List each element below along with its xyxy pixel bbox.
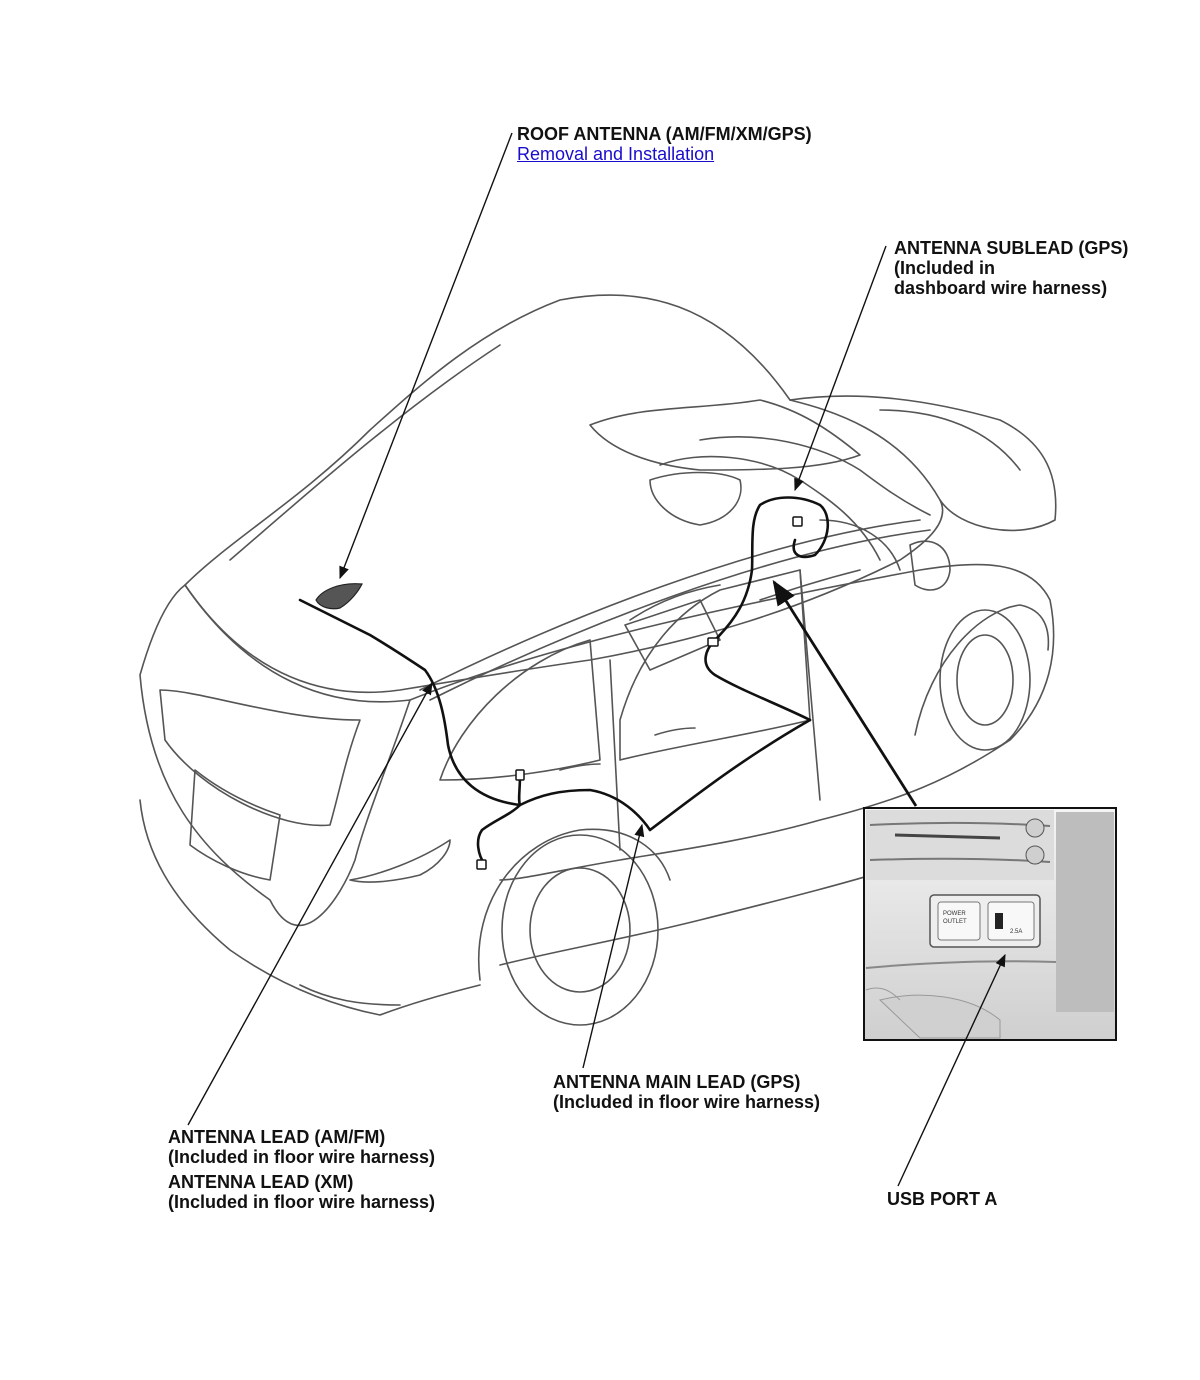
- antenna-lead-amfm-label: ANTENNA LEAD (AM/FM) (Included in floor …: [168, 1127, 435, 1167]
- usb-port-inset: POWER OUTLET 2.5A: [863, 807, 1117, 1041]
- leader-lines: [187, 132, 1006, 1187]
- vehicle-body: [139, 294, 1057, 1026]
- removal-installation-link[interactable]: Removal and Installation: [517, 144, 715, 164]
- antenna-lead-xm-line2: (Included in floor wire harness): [168, 1192, 436, 1212]
- roof-antenna-unit: [315, 583, 363, 610]
- usb-port-label: USB PORT A: [887, 1189, 997, 1209]
- leader-roof-antenna: [339, 132, 513, 580]
- antenna-lead-xm-label: ANTENNA LEAD (XM) (Included in floor wir…: [168, 1172, 435, 1212]
- leader-usb-inset: [772, 579, 918, 807]
- usb-port-title: USB PORT A: [887, 1189, 998, 1209]
- antenna-lead-amfm-line2: (Included in floor wire harness): [168, 1147, 436, 1167]
- antenna-main-lead-line1: ANTENNA MAIN LEAD (GPS): [553, 1072, 801, 1092]
- antenna-main-lead-line2: (Included in floor wire harness): [553, 1092, 821, 1112]
- antenna-lead-amfm-line1: ANTENNA LEAD (AM/FM): [168, 1127, 386, 1147]
- antenna-sublead-label: ANTENNA SUBLEAD (GPS) (Included in dashb…: [894, 238, 1128, 298]
- antenna-main-lead-label: ANTENNA MAIN LEAD (GPS) (Included in flo…: [553, 1072, 820, 1112]
- antenna-lead-xm-line1: ANTENNA LEAD (XM): [168, 1172, 354, 1192]
- roof-antenna-title: ROOF ANTENNA (AM/FM/XM/GPS): [517, 124, 812, 144]
- antenna-sublead-line3: dashboard wire harness): [894, 278, 1108, 298]
- leader-antenna-main-lead: [582, 823, 645, 1069]
- inset-power-text-1: POWER: [943, 911, 966, 917]
- wire-connectors: [476, 516, 803, 870]
- roof-antenna-label: ROOF ANTENNA (AM/FM/XM/GPS) Removal and …: [517, 124, 812, 164]
- antenna-sublead-line2: (Included in: [894, 258, 995, 278]
- leader-antenna-sublead: [794, 245, 887, 492]
- inset-usb-rating: 2.5A: [1010, 929, 1022, 935]
- antenna-sublead-line1: ANTENNA SUBLEAD (GPS): [894, 238, 1129, 258]
- leader-antenna-lead: [187, 681, 433, 1126]
- leader-usb-port: [897, 953, 1006, 1187]
- inset-power-text-2: OUTLET: [943, 919, 967, 925]
- wire-harness: [298, 496, 829, 867]
